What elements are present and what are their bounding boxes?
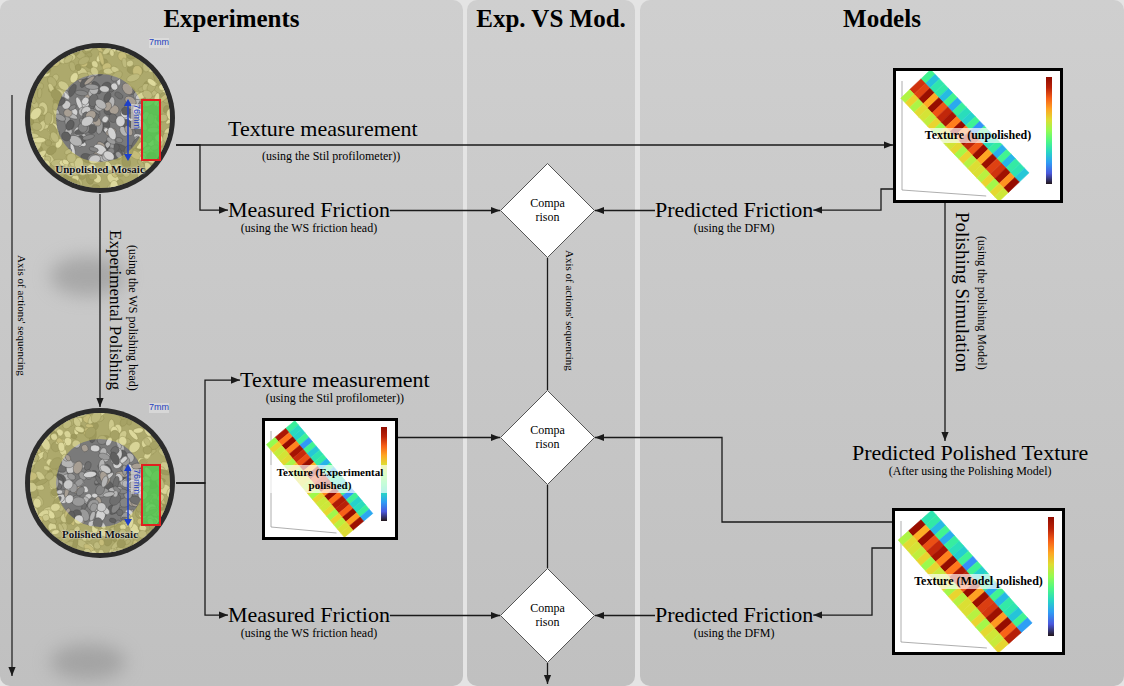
- step-label: Predicted Friction(using the DFM): [655, 603, 813, 641]
- connector: [398, 437, 500, 438]
- panel-heading: Experiments: [163, 0, 299, 33]
- connector: [99, 194, 100, 407]
- panel-heading: Models: [843, 0, 921, 33]
- step-text: Measured Friction: [228, 198, 390, 222]
- step-label: Measured Friction(using the WS friction …: [228, 198, 390, 236]
- method-note: (using the Stil profilometer)): [262, 150, 400, 163]
- section-panel: ExperimentsUnpolished MosaicMeasured Fri…: [0, 0, 463, 686]
- comparison-text: Compa rison: [525, 424, 571, 452]
- mosaic-sample: Unpolished Mosaic: [24, 42, 176, 194]
- dimension-label: 76mm: [131, 104, 141, 129]
- connector-label: Axis of actions' sequencing: [564, 250, 576, 371]
- texture-title: Texture (Experimental polished): [270, 465, 390, 492]
- step-label: Predicted Friction(using the DFM): [655, 198, 813, 236]
- step-label: Texture measurement(using the Stil profi…: [240, 368, 430, 406]
- step-label: Predicted Polished Texture(After using t…: [852, 441, 1088, 479]
- connector-label: Experimental Polishing: [105, 230, 124, 390]
- step-text: (using the DFM): [694, 222, 775, 236]
- connector: [595, 615, 655, 616]
- texture-title: Texture (unpolished): [922, 128, 1034, 144]
- step-text: Measured Friction: [228, 603, 390, 627]
- step-text: Predicted Friction: [655, 198, 813, 222]
- comparison-text: Compa rison: [525, 602, 571, 630]
- connector: [390, 210, 500, 211]
- texture-map: Texture (Experimental polished): [262, 418, 398, 540]
- comparison-diamond: Compa rison: [500, 390, 595, 485]
- sample-name: Polished Mosaic: [62, 528, 138, 540]
- mosaic-shadow: [50, 644, 126, 680]
- comparison-diamond: Compa rison: [500, 568, 595, 663]
- sequence-axis-arrow: [11, 95, 12, 676]
- connector: [390, 615, 500, 616]
- texture-title: Texture (Model polished): [911, 574, 1046, 590]
- dimension-label: 76mm: [131, 469, 141, 494]
- step-text: Predicted Polished Texture: [852, 441, 1088, 465]
- dimension-label: 7mm: [149, 38, 169, 48]
- step-text: Texture measurement: [240, 368, 430, 392]
- sample-name: Unpolished Mosaic: [55, 163, 145, 175]
- step-label: Measured Friction(using the WS friction …: [228, 603, 390, 641]
- sequence-continuation-arrow: [547, 663, 548, 684]
- connector: [176, 144, 893, 145]
- step-text: (using the WS friction head): [241, 222, 377, 236]
- texture-map: Texture (unpolished): [893, 68, 1063, 203]
- section-panel: ModelsPredicted Friction(using the DFM)T…: [640, 0, 1124, 686]
- mosaic-sample: Polished Mosaic: [24, 407, 176, 559]
- step-text: (using the WS friction head): [241, 627, 377, 641]
- comparison-diamond: Compa rison: [500, 163, 595, 258]
- panel-heading: Exp. VS Mod.: [476, 0, 626, 33]
- step-text: (using the DFM): [694, 627, 775, 641]
- connector-label: Polishing Simulation: [951, 212, 972, 372]
- texture-map: Texture (Model polished): [892, 508, 1065, 655]
- connector: [944, 203, 945, 441]
- connector: [547, 258, 548, 390]
- connector: [547, 485, 548, 568]
- connector-label: Texture measurement: [228, 117, 418, 141]
- axis-label: Axis of actions' sequencing: [16, 255, 28, 376]
- method-note: (using the WS polishing head): [126, 245, 139, 391]
- method-note: (using the polishing Model): [975, 236, 988, 370]
- section-panel: Exp. VS Mod.Compa risonCompa risonCompa …: [467, 0, 635, 686]
- step-text: Predicted Friction: [655, 603, 813, 627]
- dimension-label: 7mm: [149, 403, 169, 413]
- step-text: (using the Stil profilometer)): [266, 392, 404, 406]
- step-text: (After using the Polishing Model): [889, 465, 1052, 479]
- connector: [595, 210, 655, 211]
- comparison-text: Compa rison: [525, 197, 571, 225]
